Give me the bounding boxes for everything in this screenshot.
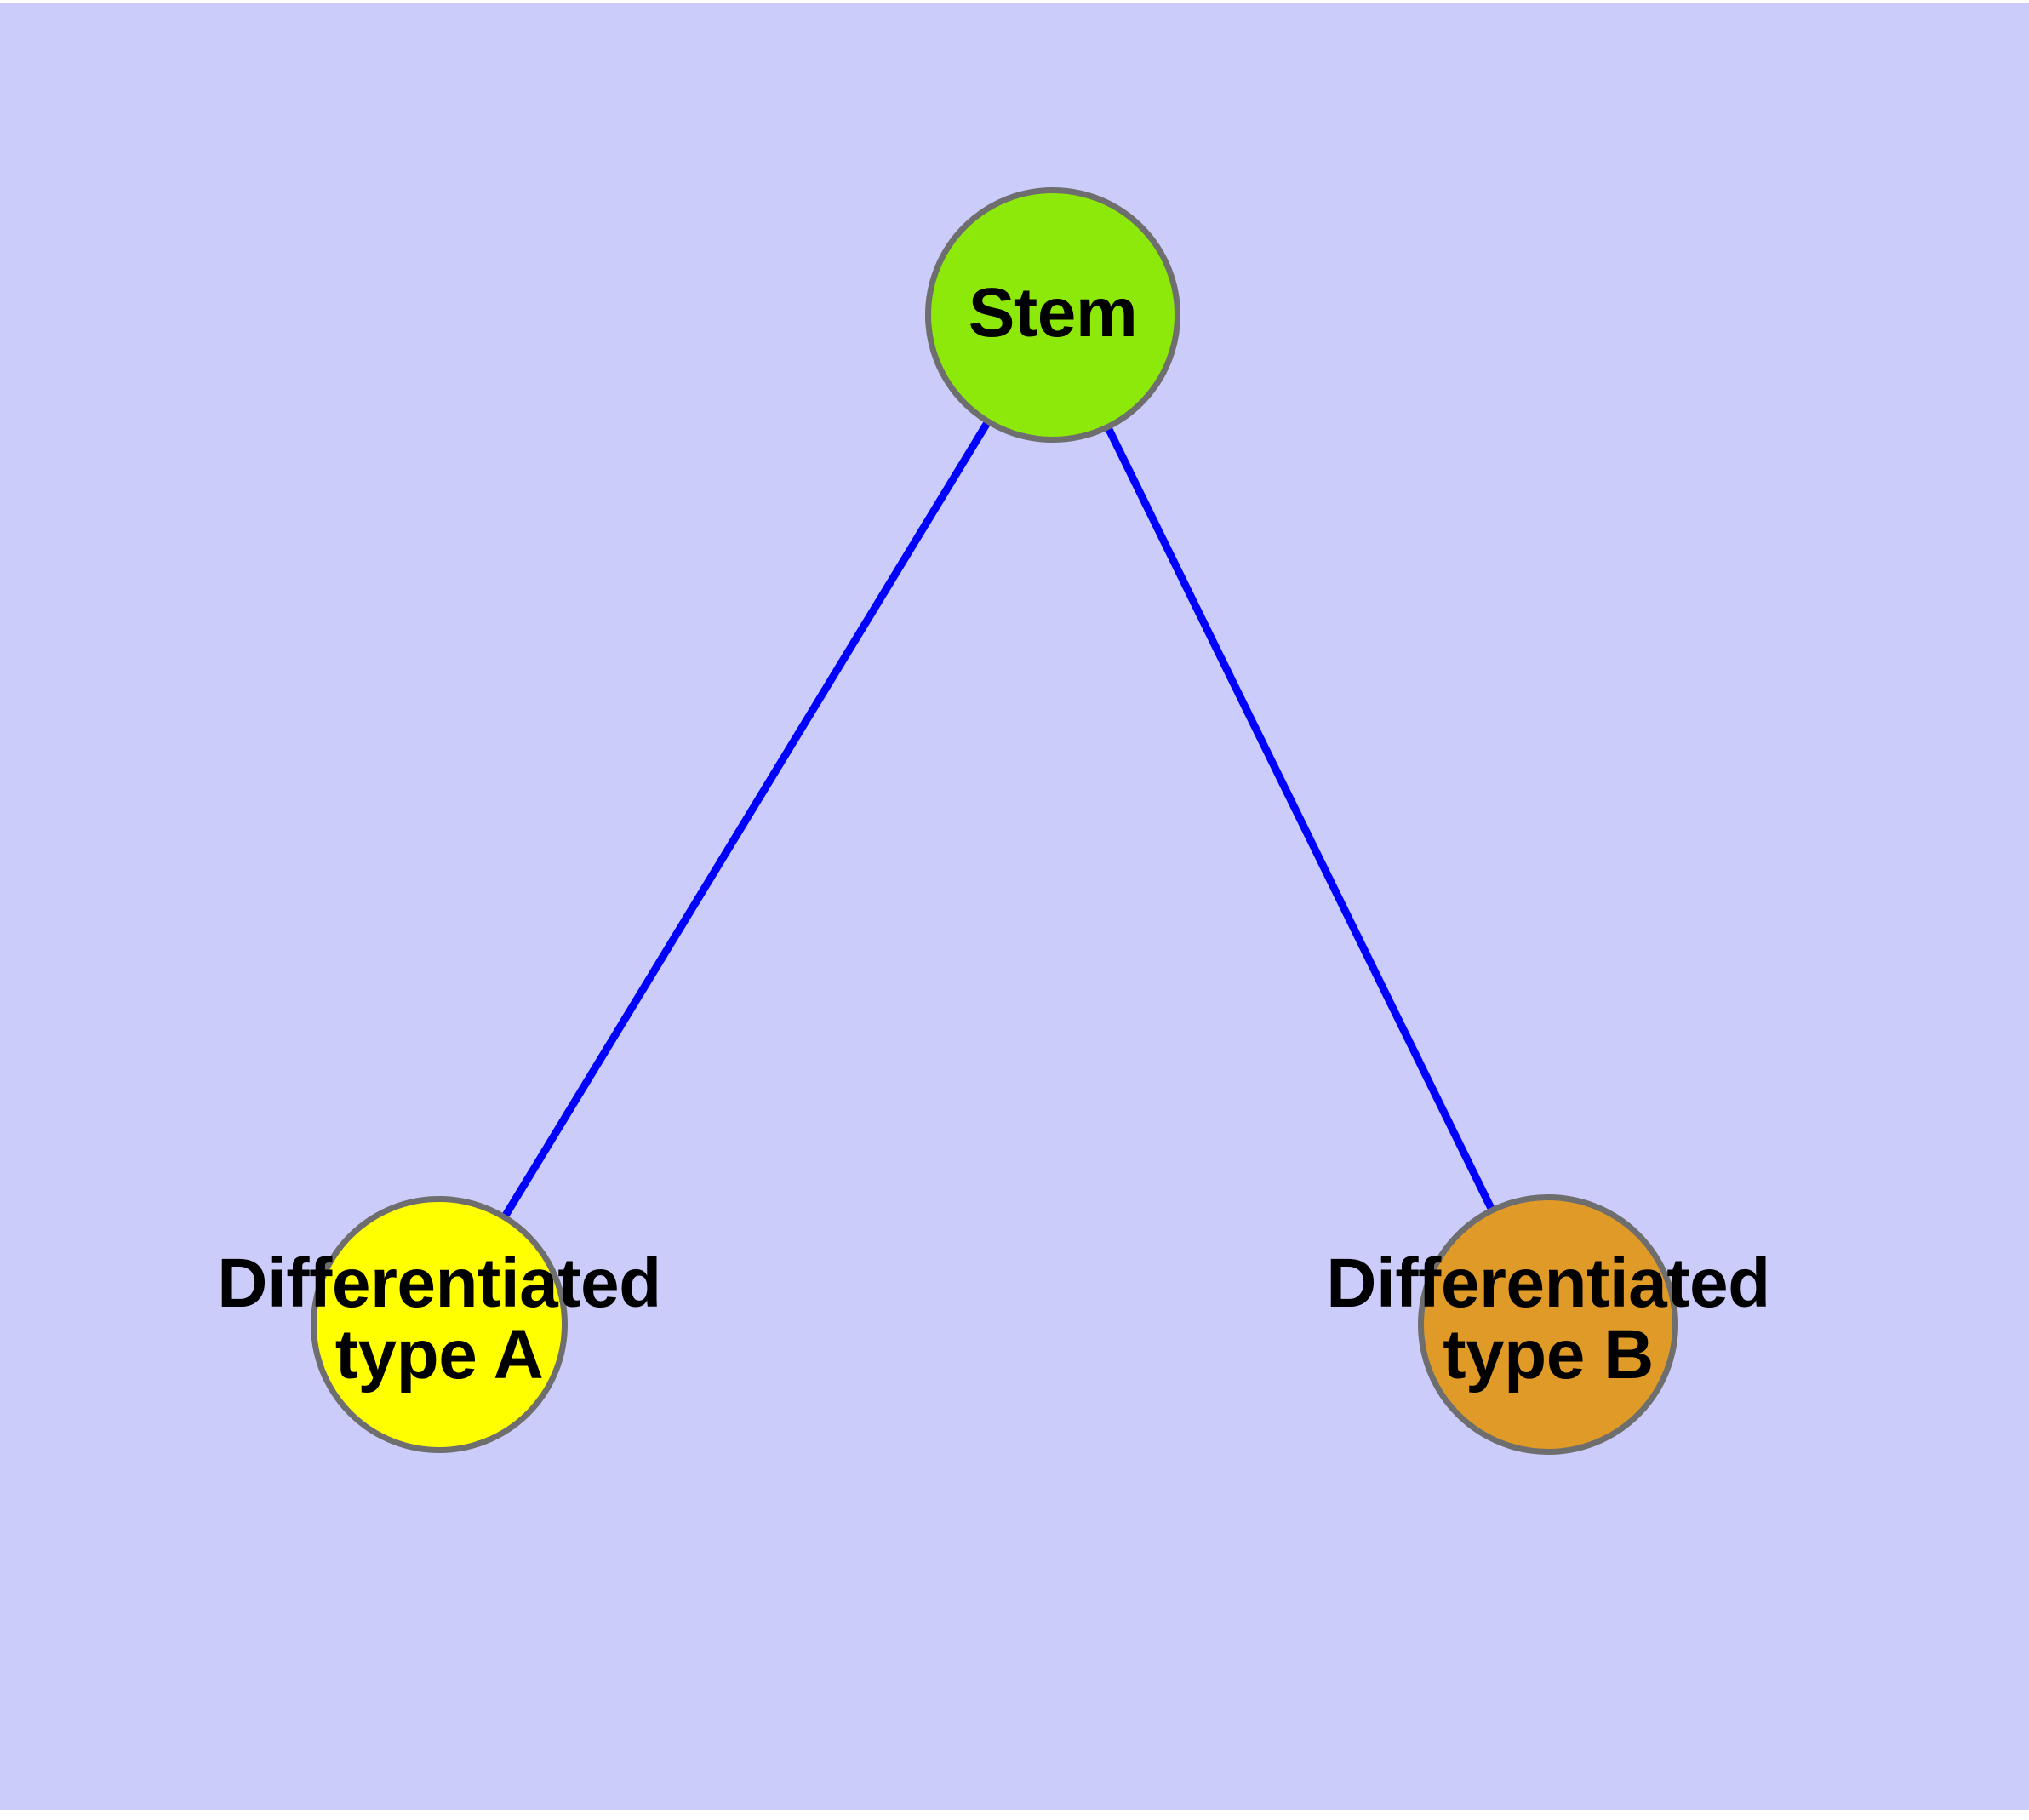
edge-stem-to-differentiated-type-b[interactable] — [1049, 313, 1552, 1326]
node-differentiated-type-a[interactable] — [311, 1196, 568, 1453]
node-differentiated-type-b[interactable] — [1418, 1194, 1678, 1455]
node-stem[interactable] — [925, 187, 1180, 443]
edge-layer — [436, 312, 1552, 1327]
edge-stem-to-differentiated-type-a[interactable] — [436, 312, 1056, 1327]
